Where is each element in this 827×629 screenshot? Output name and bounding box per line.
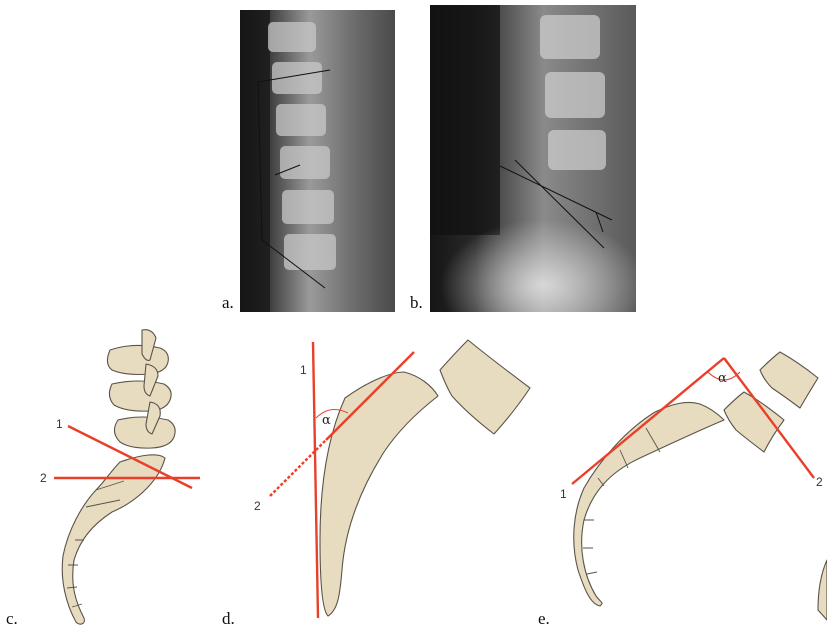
panel-c-label: c. (6, 609, 18, 628)
panel-e-vertebra-lower (724, 392, 784, 452)
panel-e-diagram (572, 352, 827, 620)
panel-c-sacrum (62, 455, 165, 624)
panel-e-line-1-label: 1 (560, 487, 567, 501)
panel-c-line-1-label: 1 (56, 417, 63, 431)
panel-e-vertebra-upper (760, 352, 818, 408)
panel-d-vertebra (440, 340, 530, 434)
panel-d-line-1-label: 1 (300, 363, 307, 377)
panel-d-line-2-label: 2 (254, 499, 261, 513)
panel-d-label: d. (222, 609, 235, 628)
panel-c-diagram (54, 330, 200, 624)
panel-c-line-2-label: 2 (40, 471, 47, 485)
panel-e-angle-label: α (718, 371, 727, 386)
panel-c-vertebrae (107, 330, 175, 448)
panel-d-sacrum (320, 372, 438, 616)
panel-e-sacrum-right (818, 560, 827, 620)
panel-e-line-2-label: 2 (816, 475, 823, 489)
panel-a-xray (240, 10, 395, 312)
panel-b-vertebrae (540, 15, 606, 170)
panel-d-diagram (270, 340, 530, 618)
panel-e-label: e. (538, 609, 550, 628)
panel-d-line-1 (313, 342, 318, 618)
panel-b-xray (430, 5, 636, 312)
panel-b-label: b. (410, 293, 423, 312)
panel-d-line-2-dashed (270, 440, 326, 496)
panel-d-angle-label: α (322, 413, 331, 428)
panel-a-label: a. (222, 293, 234, 312)
